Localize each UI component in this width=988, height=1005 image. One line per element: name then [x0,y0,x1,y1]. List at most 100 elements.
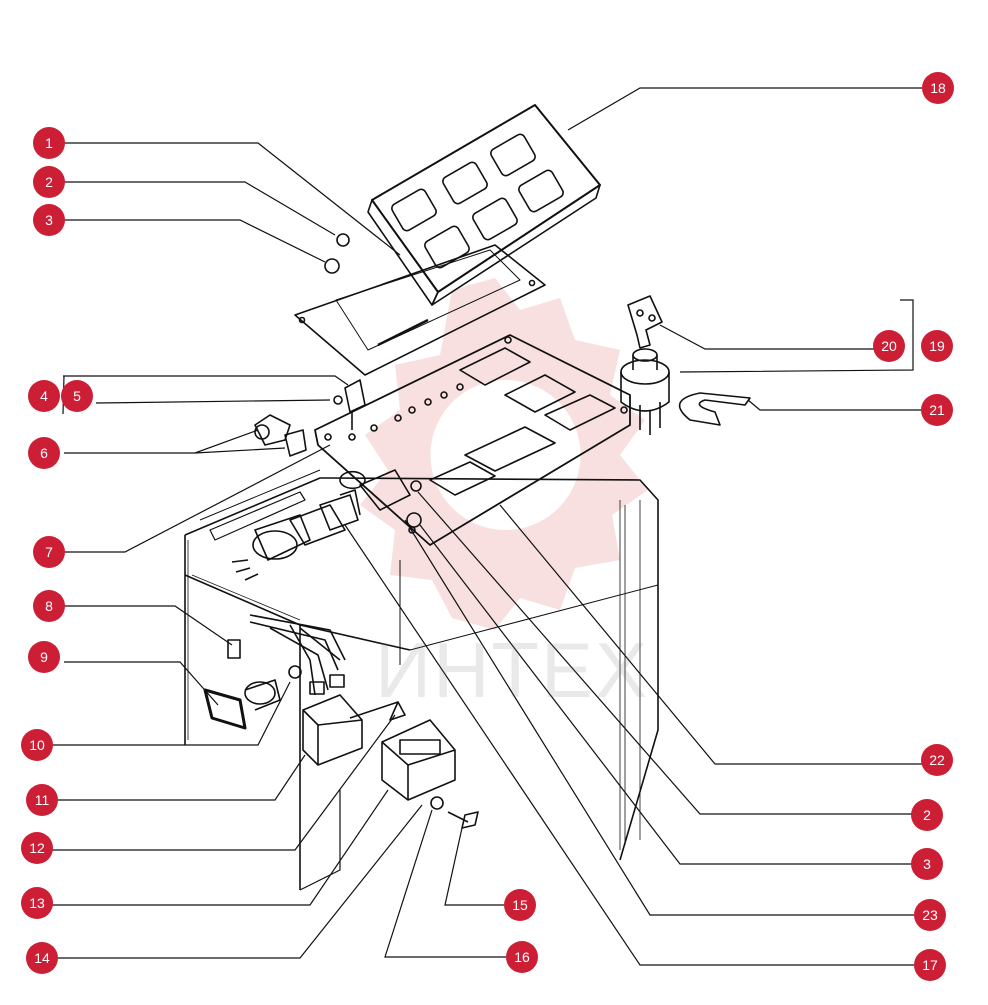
callout-circle [33,536,65,568]
bolt-12 [349,701,406,721]
callout-3: 3 [33,204,65,236]
callout-22: 22 [921,744,953,776]
callout-label: 4 [40,388,48,404]
relay-socket-13 [381,719,456,801]
callout-11: 11 [26,784,58,816]
washer-16 [430,796,444,810]
washer-3-upper [324,258,340,274]
callout-15: 15 [504,889,536,921]
callout-label: 17 [922,957,938,973]
washer-10 [288,665,302,679]
callout-circle [33,204,65,236]
callout-label: 8 [45,598,53,614]
callout-2: 2 [33,166,65,198]
callout-label: 5 [73,388,81,404]
callout-20: 20 [873,330,905,362]
callout-label: 3 [45,212,53,228]
toggle-switch [333,379,366,430]
callout-label: 2 [45,174,53,190]
callout-circle [921,744,953,776]
callout-label: 13 [29,895,45,911]
callout-circle [26,942,58,974]
callout-6: 6 [28,437,60,469]
connector-block [231,489,361,581]
callout-circle [61,380,93,412]
callout-circle [28,380,60,412]
ignition-switch [620,348,670,435]
callout-label: 6 [40,445,48,461]
callout-circle [33,127,65,159]
callout-label: 19 [929,338,945,354]
callout-label: 7 [45,544,53,560]
callout-circle [21,832,53,864]
callout-14: 14 [26,942,58,974]
callout-label: 3 [923,856,931,872]
callout-17: 17 [914,949,946,981]
leader-lines [45,87,938,966]
bolt-15 [447,811,479,829]
callout-16: 16 [506,941,538,973]
callout-circle [914,949,946,981]
callout-circle [921,394,953,426]
callout-label: 22 [929,752,945,768]
parts-drawing [184,104,751,891]
callout-4: 4 [28,380,60,412]
callout-label: 12 [29,840,45,856]
callout-12: 12 [21,832,53,864]
panel-plate [314,334,631,546]
console-housing [184,469,659,891]
callout-circle [21,729,53,761]
callout-circle [921,330,953,362]
callout-23: 23 [914,899,946,931]
keypad-18 [367,104,601,306]
callout-label: 15 [512,897,528,913]
callout-10: 10 [21,729,53,761]
callout-9: 9 [28,641,60,673]
callout-label: 16 [514,949,530,965]
callout-18: 18 [922,72,954,104]
callout-circle [26,784,58,816]
washer-3-lower [406,512,422,528]
callout-circle [28,437,60,469]
relay-11 [302,674,363,766]
callout-2: 2 [911,799,943,831]
bezel-frame [294,244,546,376]
callout-circle [914,899,946,931]
callout-label: 11 [35,792,50,808]
callout-7: 7 [33,536,65,568]
callout-circle [911,799,943,831]
callout-5: 5 [61,380,93,412]
callout-circle [873,330,905,362]
callout-circle [28,641,60,673]
callout-19: 19 [921,330,953,362]
callout-3: 3 [911,848,943,880]
connector-9 [203,679,281,730]
callout-circle [911,848,943,880]
callout-8: 8 [33,590,65,622]
callout-label: 9 [40,649,48,665]
callout-label: 23 [922,907,938,923]
callout-label: 1 [45,135,53,151]
callout-label: 10 [29,737,45,753]
callout-circle [504,889,536,921]
callout-circle [33,166,65,198]
u-washer [678,392,751,426]
callout-label: 2 [923,807,931,823]
callout-1: 1 [33,127,65,159]
callout-circle [21,887,53,919]
callout-13: 13 [21,887,53,919]
screw-2-lower [410,480,422,492]
callout-label: 14 [34,950,50,966]
ignition-key [627,295,663,349]
screw-2-upper [336,233,350,247]
callout-21: 21 [921,394,953,426]
callout-label: 20 [881,338,897,354]
watermark-gear-icon [360,278,648,630]
grommet-17 [339,470,366,490]
callout-circle [33,590,65,622]
callout-circle [506,941,538,973]
bracket-23 [359,469,411,511]
connector-6 [254,414,307,457]
